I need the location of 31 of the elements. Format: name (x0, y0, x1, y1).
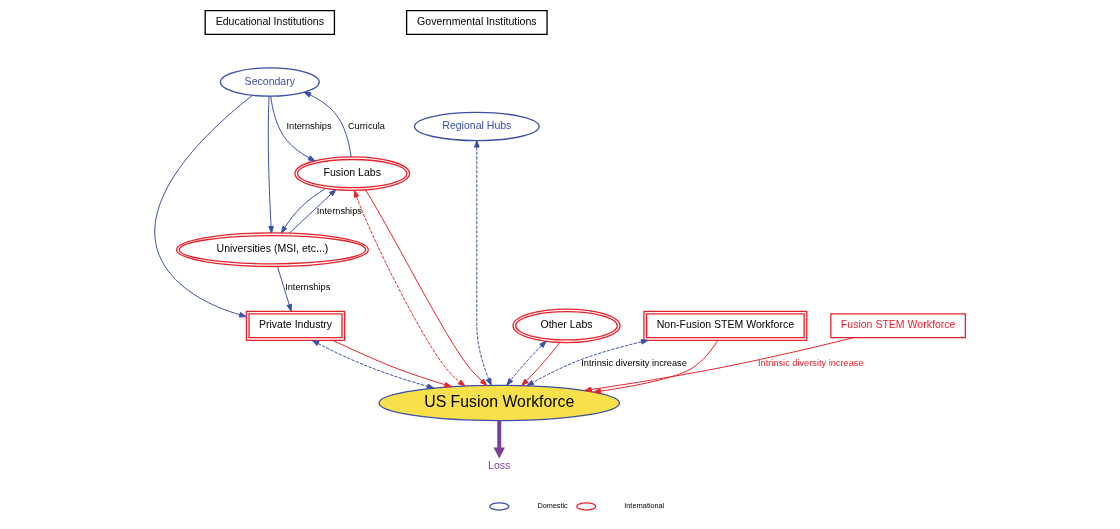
arrow (364, 189, 488, 386)
arrow (526, 339, 649, 387)
node-box: Educational Institutions (204, 10, 336, 36)
arrow (353, 189, 466, 387)
edge-label: Internships (285, 282, 331, 293)
arrow (331, 339, 452, 388)
legend-label: Domestic (537, 501, 568, 511)
arrow (303, 91, 352, 158)
arrow (521, 341, 561, 386)
arrow (474, 140, 492, 386)
arrow (311, 339, 435, 390)
edge-label: Curricula (347, 120, 385, 131)
arrow (267, 95, 274, 234)
arrow (506, 340, 547, 386)
node-text: Loss (488, 458, 511, 471)
edge-label: Internships (286, 120, 332, 131)
node-box: Governmental Institutions (405, 10, 548, 36)
legend-label: International (624, 501, 665, 511)
node-ellipse: Regional Hubs (413, 111, 540, 142)
arrow (593, 339, 719, 394)
arrow (584, 337, 855, 393)
arrow (154, 94, 254, 318)
edge-label: Intrinsic diversity increase (581, 358, 687, 369)
arrow (493, 420, 505, 459)
arrow (288, 189, 337, 234)
arrow (270, 95, 316, 162)
edge-label: Internships (316, 206, 362, 217)
edge-label: Intrinsic diversity increase (757, 358, 864, 369)
arrow (276, 265, 292, 312)
node-box: Fusion STEM Workforce (830, 313, 966, 339)
arrow (280, 187, 327, 234)
